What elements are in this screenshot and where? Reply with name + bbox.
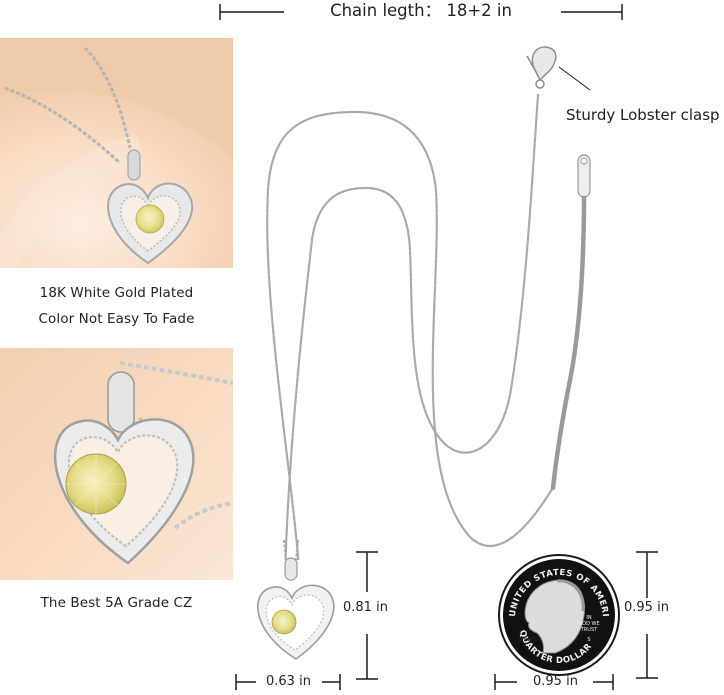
pendant-width-label: 0.63 in	[266, 674, 311, 689]
necklace-chain-illustration	[266, 46, 591, 560]
photo-2-caption: The Best 5A Grade CZ	[0, 590, 233, 616]
coin-mint-mark: S	[587, 637, 590, 643]
chain-length-bracket	[219, 4, 623, 20]
lobster-clasp	[526, 46, 557, 89]
coin-motto-2: GOD WE	[578, 621, 599, 627]
coin-height-bracket	[636, 551, 658, 679]
quarter-coin-reference: UNITED STATES OF AMERICA QUARTER DOLLAR …	[497, 553, 620, 676]
chain-length-label: Chain legth： 18+2 in	[330, 1, 512, 20]
pendant-height-bracket	[356, 551, 378, 680]
coin-liberty: LIBERTY	[519, 637, 542, 643]
extender-tab	[577, 154, 591, 198]
pendant-height-label: 0.81 in	[343, 600, 388, 615]
caption-line: Color Not Easy To Fade	[38, 311, 195, 327]
clasp-callout-label: Sturdy Lobster clasp	[566, 106, 720, 124]
pendant-width-bracket	[235, 674, 341, 690]
coin-motto-3: TRUST	[580, 627, 598, 633]
pendant-closeup-photo	[0, 348, 233, 580]
coin-height-label: 0.95 in	[624, 600, 669, 615]
coin-width-label: 0.95 in	[533, 674, 578, 689]
pendant-illustration	[257, 540, 335, 660]
caption-line: 18K White Gold Plated	[39, 285, 194, 301]
caption-line: The Best 5A Grade CZ	[40, 595, 193, 611]
coin-motto-1: IN	[586, 615, 591, 621]
chain-length-dimension: Chain legth： 18+2 in	[218, 0, 624, 22]
photo-1-caption: 18K White Gold Plated Color Not Easy To …	[0, 280, 233, 332]
coin-width-bracket	[494, 674, 614, 690]
pendant-worn-photo	[0, 38, 233, 268]
